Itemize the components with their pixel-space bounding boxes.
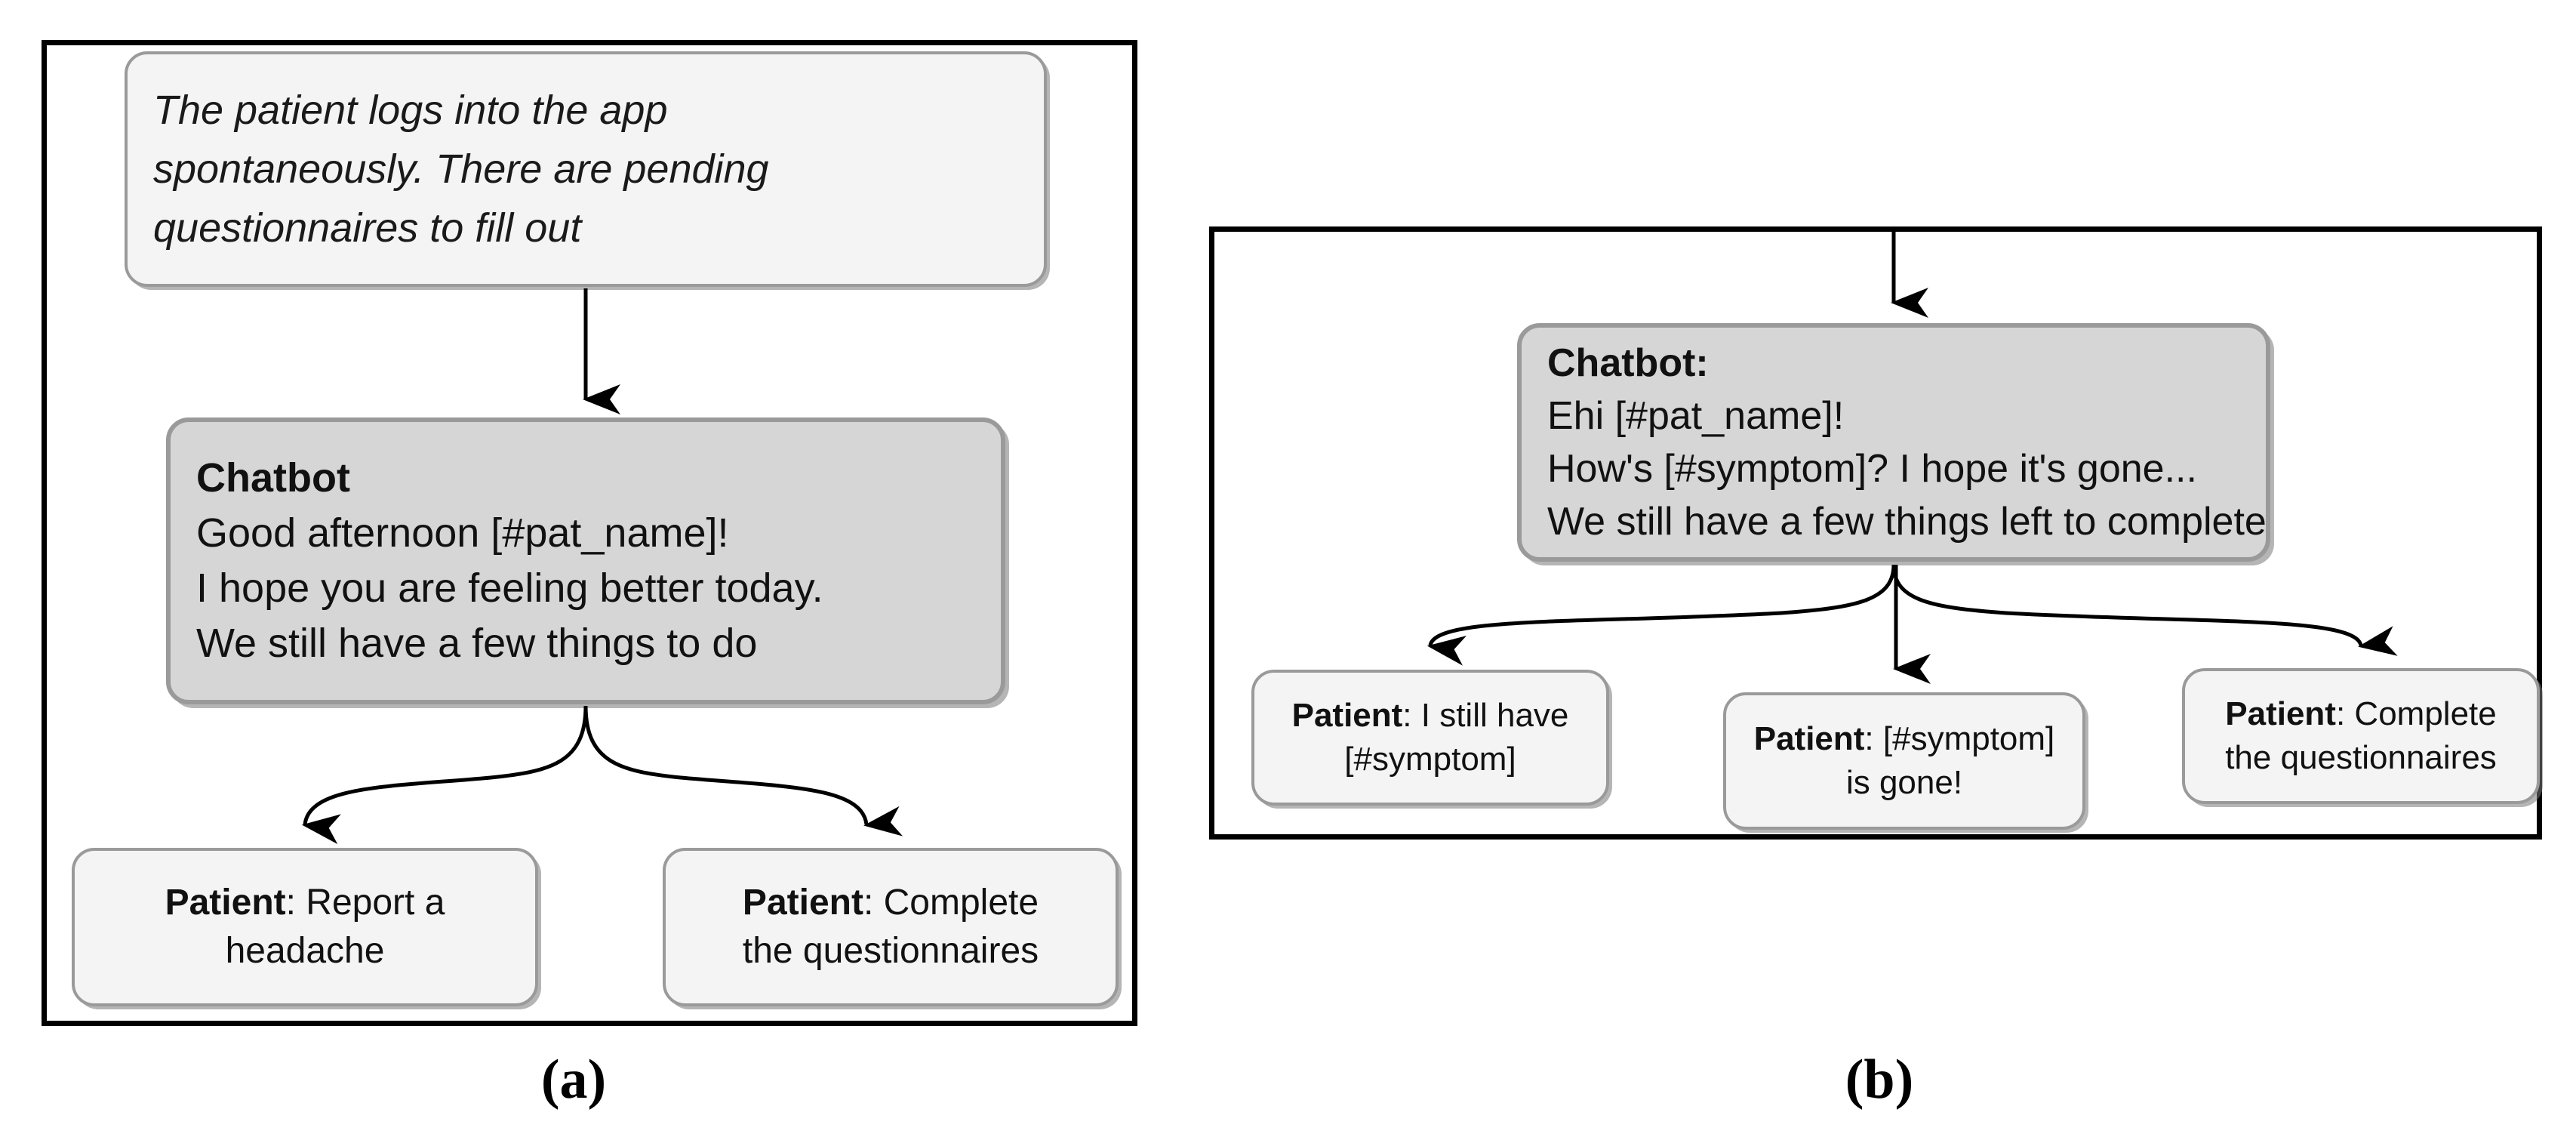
patient-option-b-1-line-2: [#symptom] [1344,741,1516,778]
patient-option-b-2-text-1: [#symptom] [1882,720,2055,757]
patient-option-b-1-line-1: Patient: I still have [1292,694,1569,738]
patient-separator-b-1: : [1402,697,1421,734]
patient-option-b-3-text-1: Complete [2354,695,2497,732]
node-patient-option-a-2[interactable]: Patient: Complete the questionnaires [663,848,1119,1006]
patient-option-b-2-line-1: Patient: [#symptom] [1754,717,2055,761]
figure-label-a: (a) [540,1049,607,1111]
chatbot-line-3-b: We still have a few things left to compl… [1547,500,2267,544]
scenario-line-1: The patient logs into the app [153,88,668,133]
patient-speaker-b-3: Patient [2225,695,2336,732]
figure-label-b: (b) [1845,1049,1914,1111]
node-scenario-description[interactable]: The patient logs into the app spontaneou… [125,51,1047,287]
patient-speaker-a-1: Patient [165,883,286,923]
patient-option-a-1-line-2: headache [225,931,385,971]
node-patient-option-b-3[interactable]: Patient: Complete the questionnaires [2182,668,2540,804]
node-chatbot-message-a[interactable]: Chatbot Good afternoon [#pat_name]! I ho… [166,417,1005,704]
patient-option-a-1-line-1: Patient: Report a [165,879,445,927]
patient-option-a-1-text-1: Report a [306,883,445,923]
patient-separator-a-1: : [285,883,306,923]
chatbot-line-2-b: How's [#symptom]? I hope it's gone... [1547,447,2197,491]
node-chatbot-message-b[interactable]: Chatbot: Ehi [#pat_name]! How's [#sympto… [1517,323,2270,562]
patient-option-a-2-text-1: Complete [883,883,1039,923]
scenario-line-2: spontaneously. There are pending [153,146,769,192]
chatbot-speaker-b: Chatbot: [1547,341,1709,385]
patient-option-b-2-line-2: is gone! [1845,764,1963,801]
patient-speaker-b-2: Patient [1753,720,1865,757]
node-patient-option-a-1[interactable]: Patient: Report a headache [72,848,538,1006]
chatbot-line-1-b: Ehi [#pat_name]! [1547,394,1845,438]
node-patient-option-b-2[interactable]: Patient: [#symptom] is gone! [1723,692,2085,830]
chatbot-line-2-a: I hope you are feeling better today. [196,565,823,611]
patient-separator-b-2: : [1864,720,1883,757]
patient-speaker-b-1: Patient [1291,697,1403,734]
chatbot-line-3-a: We still have a few things to do [196,621,758,666]
patient-option-b-3-line-1: Patient: Complete [2225,692,2496,736]
patient-option-a-2-line-1: Patient: Complete [743,879,1039,927]
patient-separator-b-3: : [2335,695,2355,732]
patient-option-b-1-text-1: I still have [1420,697,1569,734]
patient-option-a-2-line-2: the questionnaires [742,931,1039,971]
patient-option-b-3-line-2: the questionnaires [2225,739,2497,776]
patient-separator-a-2: : [863,883,884,923]
chatbot-speaker-a: Chatbot [196,455,350,501]
patient-speaker-a-2: Patient [742,883,863,923]
chatbot-line-1-a: Good afternoon [#pat_name]! [196,510,729,556]
scenario-line-3: questionnaires to fill out [153,205,582,251]
node-patient-option-b-1[interactable]: Patient: I still have [#symptom] [1251,670,1609,806]
